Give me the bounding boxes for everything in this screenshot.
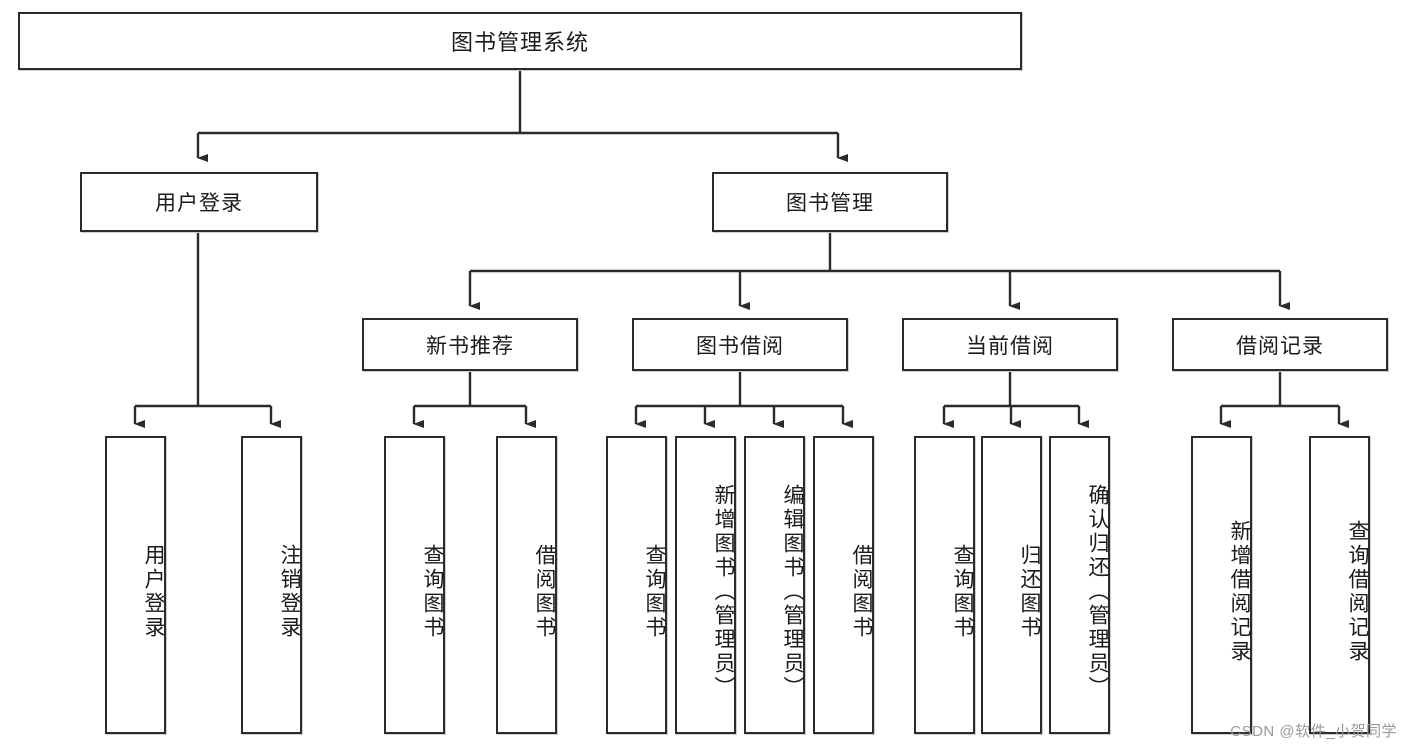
node-new-book-recommend-label: 新书推荐 [426, 334, 514, 358]
leaf-user-logout[interactable]: 注销登录 [241, 436, 302, 734]
node-user-login[interactable]: 用户登录 [80, 172, 318, 232]
leaf-current-confirm-return[interactable]: 确认归还（管理员） [1049, 436, 1110, 734]
node-root[interactable]: 图书管理系统 [18, 12, 1022, 70]
node-current-borrow-label: 当前借阅 [966, 334, 1054, 358]
node-borrow-records[interactable]: 借阅记录 [1172, 318, 1388, 371]
leaf-borrow-add-book[interactable]: 新增图书（管理员） [675, 436, 736, 734]
leaf-user-logout-label: 注销登录 [278, 544, 301, 640]
leaf-current-query-book-label: 查询图书 [951, 544, 974, 640]
node-borrow-records-label: 借阅记录 [1236, 334, 1324, 358]
node-book-management[interactable]: 图书管理 [712, 172, 948, 232]
node-user-login-label: 用户登录 [155, 192, 243, 215]
leaf-current-return-book[interactable]: 归还图书 [981, 436, 1042, 734]
leaf-borrow-edit-book-label: 编辑图书（管理员） [781, 484, 804, 700]
leaf-records-query-record-label: 查询借阅记录 [1346, 520, 1369, 664]
leaf-user-login-label: 用户登录 [142, 544, 165, 640]
leaf-borrow-borrow-book[interactable]: 借阅图书 [813, 436, 874, 734]
node-book-borrow-label: 图书借阅 [696, 334, 784, 358]
leaf-borrow-query-book-label: 查询图书 [643, 544, 666, 640]
node-book-management-label: 图书管理 [786, 192, 874, 215]
leaf-newbook-borrow-book-label: 借阅图书 [533, 544, 556, 640]
node-current-borrow[interactable]: 当前借阅 [902, 318, 1118, 371]
leaf-borrow-borrow-book-label: 借阅图书 [850, 544, 873, 640]
leaf-current-confirm-return-label: 确认归还（管理员） [1086, 484, 1109, 700]
leaf-newbook-query-book[interactable]: 查询图书 [384, 436, 445, 734]
node-new-book-recommend[interactable]: 新书推荐 [362, 318, 578, 371]
node-book-borrow[interactable]: 图书借阅 [632, 318, 848, 371]
leaf-current-return-book-label: 归还图书 [1018, 544, 1041, 640]
node-root-label: 图书管理系统 [450, 30, 589, 55]
leaf-current-query-book[interactable]: 查询图书 [914, 436, 975, 734]
leaf-newbook-borrow-book[interactable]: 借阅图书 [496, 436, 557, 734]
leaf-user-login[interactable]: 用户登录 [105, 436, 166, 734]
leaf-records-add-record-label: 新增借阅记录 [1228, 520, 1251, 664]
leaf-records-query-record[interactable]: 查询借阅记录 [1309, 436, 1370, 734]
watermark: CSDN @软件_小贺同学 [1230, 723, 1397, 740]
leaf-borrow-edit-book[interactable]: 编辑图书（管理员） [744, 436, 805, 734]
leaf-records-add-record[interactable]: 新增借阅记录 [1191, 436, 1252, 734]
leaf-borrow-query-book[interactable]: 查询图书 [606, 436, 667, 734]
leaf-newbook-query-book-label: 查询图书 [421, 544, 444, 640]
leaf-borrow-add-book-label: 新增图书（管理员） [712, 484, 735, 700]
